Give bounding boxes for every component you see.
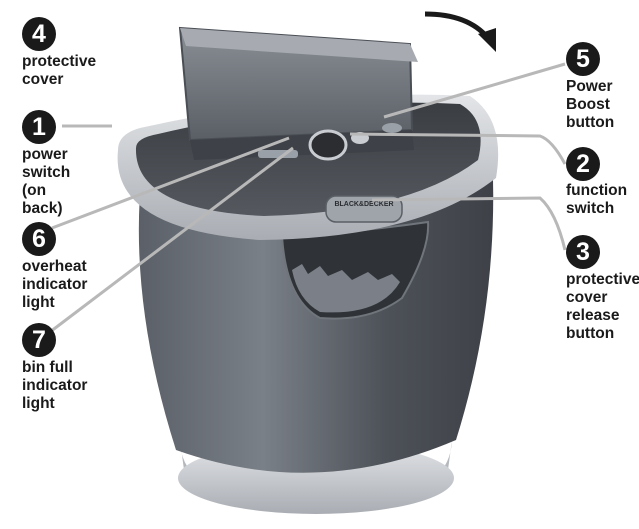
- callout-label-1: power switch (on back): [22, 146, 71, 217]
- leader-6: [51, 136, 290, 230]
- callout-label-3: protective cover release button: [566, 271, 639, 342]
- leader-2: [349, 132, 567, 165]
- callout-badge-6: 6: [22, 222, 56, 256]
- leader-lines: [45, 62, 567, 337]
- leader-3: [371, 196, 567, 251]
- brand-plate: [325, 195, 403, 223]
- leader-7: [45, 146, 294, 337]
- callout-badge-7: 7: [22, 323, 56, 357]
- callout-badge-3: 3: [566, 235, 600, 269]
- callout-badge-1: 1: [22, 110, 56, 144]
- indicator-slot: [258, 150, 298, 158]
- callout-label-2: function switch: [566, 182, 628, 217]
- callout-label-5: Power Boost button: [566, 78, 615, 131]
- callout-label-6: overheat indicator light: [22, 258, 88, 311]
- callout-badge-2: 2: [566, 147, 600, 181]
- callout-badge-5: 5: [566, 42, 600, 76]
- callout-badge-4: 4: [22, 17, 56, 51]
- brand-text: BLACK&DECKER: [334, 201, 393, 208]
- leader-5: [383, 62, 566, 119]
- function-switch-knob: [308, 129, 348, 161]
- callout-label-4: protective cover: [22, 53, 97, 88]
- shreds: [292, 264, 400, 313]
- callout-label-7: bin full indicator light: [22, 359, 88, 412]
